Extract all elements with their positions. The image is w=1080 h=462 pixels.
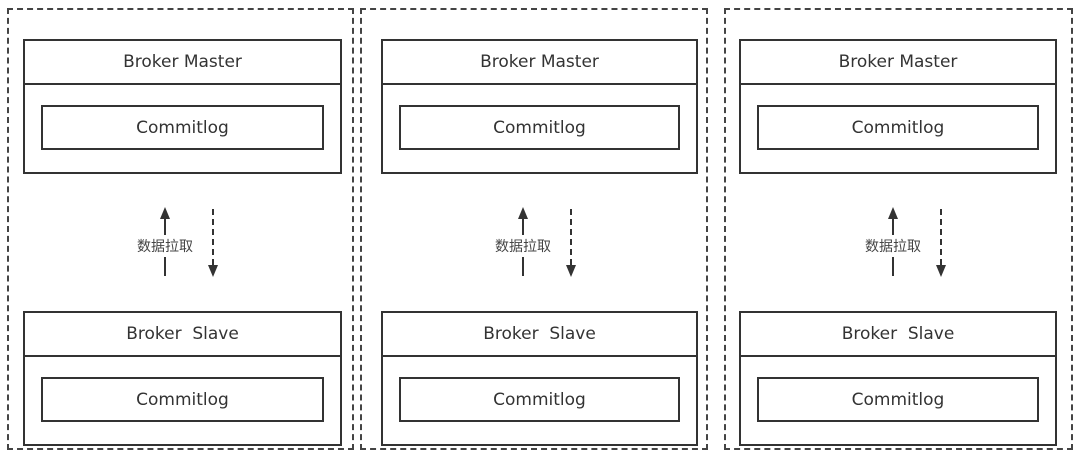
broker-group-2: Broker Master Commitlog 数据拉取 Broker Slav… xyxy=(360,8,708,450)
master-commitlog: Commitlog xyxy=(41,105,324,150)
data-pull-label: 数据拉取 xyxy=(864,235,922,257)
data-pull-arrows: 数据拉取 xyxy=(857,203,946,277)
master-commitlog: Commitlog xyxy=(399,105,680,150)
slave-commitlog: Commitlog xyxy=(399,377,680,422)
broker-slave-box: Broker Slave Commitlog xyxy=(381,311,698,446)
broker-master-title: Broker Master xyxy=(383,41,696,85)
broker-group-3: Broker Master Commitlog 数据拉取 Broker Slav… xyxy=(724,8,1073,450)
broker-master-title: Broker Master xyxy=(741,41,1055,85)
broker-slave-title: Broker Slave xyxy=(383,313,696,357)
up-arrow-head xyxy=(518,207,528,219)
slave-commitlog: Commitlog xyxy=(41,377,324,422)
data-pull-label: 数据拉取 xyxy=(136,235,194,257)
down-arrow-head xyxy=(566,265,576,277)
broker-master-title: Broker Master xyxy=(25,41,340,85)
down-arrow-head xyxy=(936,265,946,277)
slave-commitlog: Commitlog xyxy=(757,377,1039,422)
data-pull-arrows: 数据拉取 xyxy=(487,203,576,277)
down-arrow-head xyxy=(208,265,218,277)
master-commitlog: Commitlog xyxy=(757,105,1039,150)
broker-slave-title: Broker Slave xyxy=(741,313,1055,357)
up-arrow-head xyxy=(888,207,898,219)
broker-master-box: Broker Master Commitlog xyxy=(23,39,342,174)
broker-group-1: Broker Master Commitlog 数据拉取 Broker Slav… xyxy=(7,8,354,450)
up-arrow-head xyxy=(160,207,170,219)
data-pull-label: 数据拉取 xyxy=(494,235,552,257)
broker-slave-box: Broker Slave Commitlog xyxy=(739,311,1057,446)
data-pull-arrows: 数据拉取 xyxy=(129,203,218,277)
broker-slave-title: Broker Slave xyxy=(25,313,340,357)
broker-slave-box: Broker Slave Commitlog xyxy=(23,311,342,446)
broker-master-box: Broker Master Commitlog xyxy=(739,39,1057,174)
broker-master-box: Broker Master Commitlog xyxy=(381,39,698,174)
